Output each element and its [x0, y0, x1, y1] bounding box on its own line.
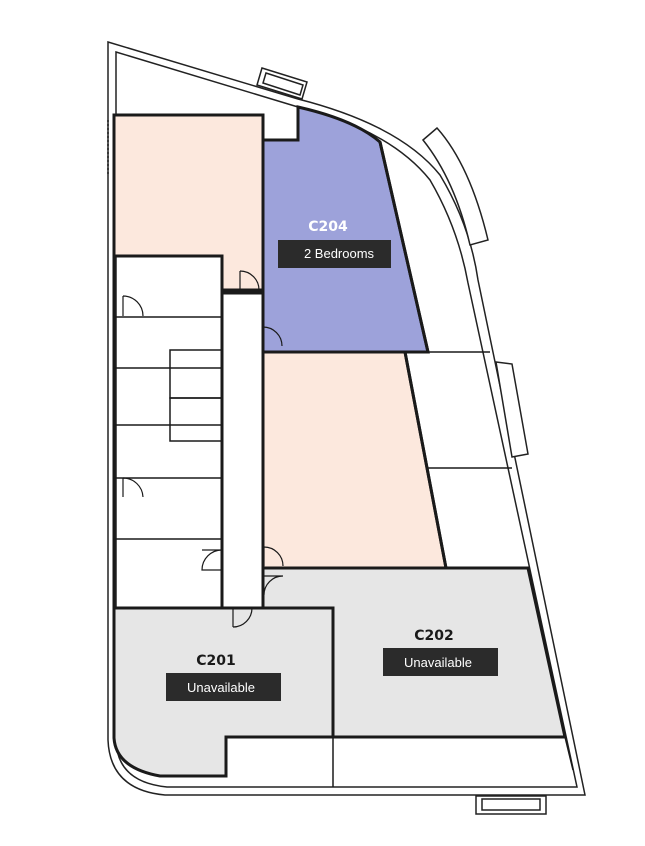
balcony-right-upper: [421, 126, 489, 246]
unit-c202-status: Unavailable: [404, 655, 472, 670]
balconies: [256, 67, 547, 815]
unit-c204-status: 2 Bedrooms: [304, 246, 375, 261]
unit-c201-code: C201: [196, 653, 236, 669]
room-peach-middle: [261, 350, 448, 570]
room-peach-upper: [112, 113, 265, 292]
unit-c202-badge: [383, 648, 498, 676]
unit-c201[interactable]: C201 Unavailable: [112, 606, 335, 778]
core-block: [112, 254, 265, 610]
unit-c204[interactable]: C204 2 Bedrooms: [261, 105, 430, 354]
unit-c202-code: C202: [414, 628, 454, 644]
unit-c201-status: Unavailable: [187, 680, 255, 695]
unit-c201-badge: [166, 673, 281, 701]
unit-c202[interactable]: C202 Unavailable: [261, 566, 567, 739]
partition-lines: [107, 120, 574, 787]
balcony-top: [256, 67, 308, 100]
unit-c204-badge: [278, 240, 391, 268]
notch-wall: [261, 107, 300, 142]
unit-c204-code: C204: [308, 219, 348, 235]
balcony-right-mid: [495, 361, 529, 458]
door-swings: [122, 270, 284, 628]
